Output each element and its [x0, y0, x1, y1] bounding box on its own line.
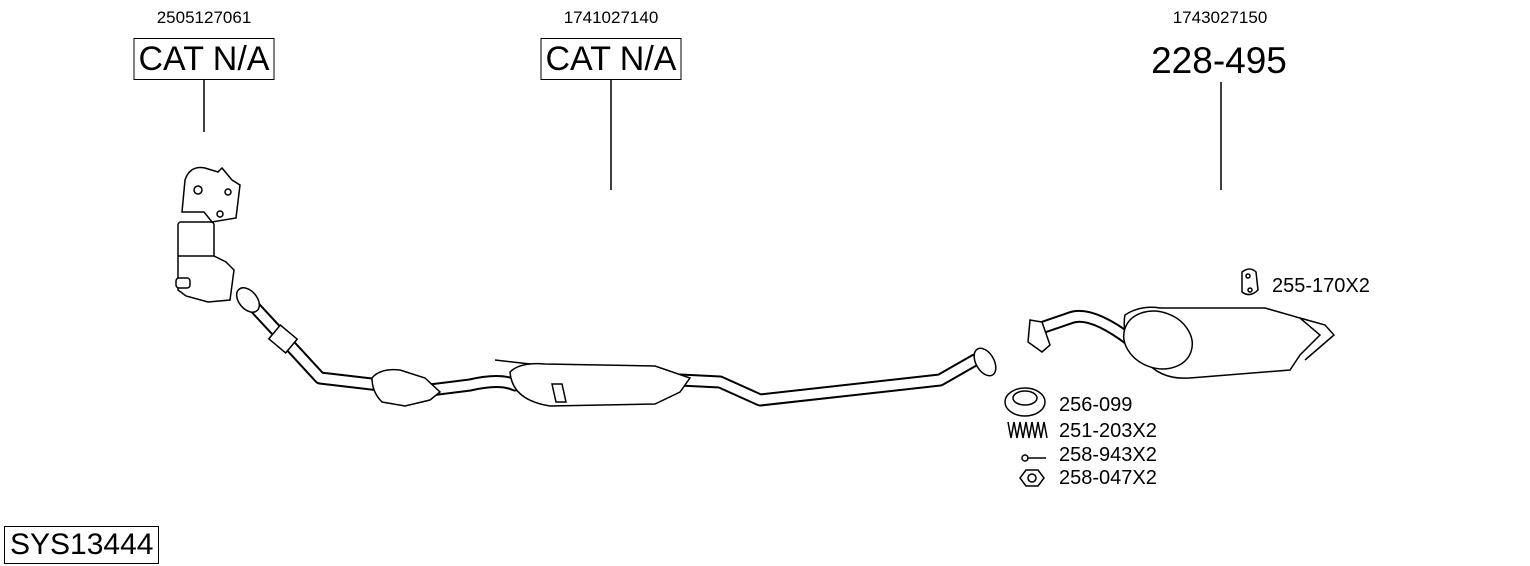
oe-number-1: 2505127061 [156, 8, 252, 27]
bolt-icon [1021, 454, 1029, 462]
rear-muffler [1027, 306, 1336, 379]
pipe-sleeve [267, 323, 299, 355]
part-258-943[interactable]: 258-943X2 [1059, 444, 1157, 466]
part-label-2[interactable]: CAT N/A [540, 38, 682, 80]
pipe-system [241, 293, 982, 407]
oe-number-3: 1743027150 [1172, 8, 1268, 27]
oe-number-2: 1741027140 [563, 8, 659, 27]
part-258-047[interactable]: 258-047X2 [1059, 467, 1157, 489]
front-catalyst [371, 368, 442, 407]
spring-icon [1007, 421, 1048, 439]
middle-catalyst [509, 362, 692, 407]
front-flange [235, 287, 261, 313]
system-id: SYS13444 [4, 526, 160, 564]
part-256-099[interactable]: 256-099 [1059, 394, 1133, 416]
manifold-catalyst [175, 166, 241, 303]
middle-flange [973, 347, 997, 377]
part-255-170[interactable]: 255-170X2 [1272, 275, 1370, 297]
part-251-203[interactable]: 251-203X2 [1059, 420, 1157, 442]
part-label-1[interactable]: CAT N/A [133, 38, 275, 80]
part-label-3[interactable]: 228-495 [1151, 40, 1287, 81]
